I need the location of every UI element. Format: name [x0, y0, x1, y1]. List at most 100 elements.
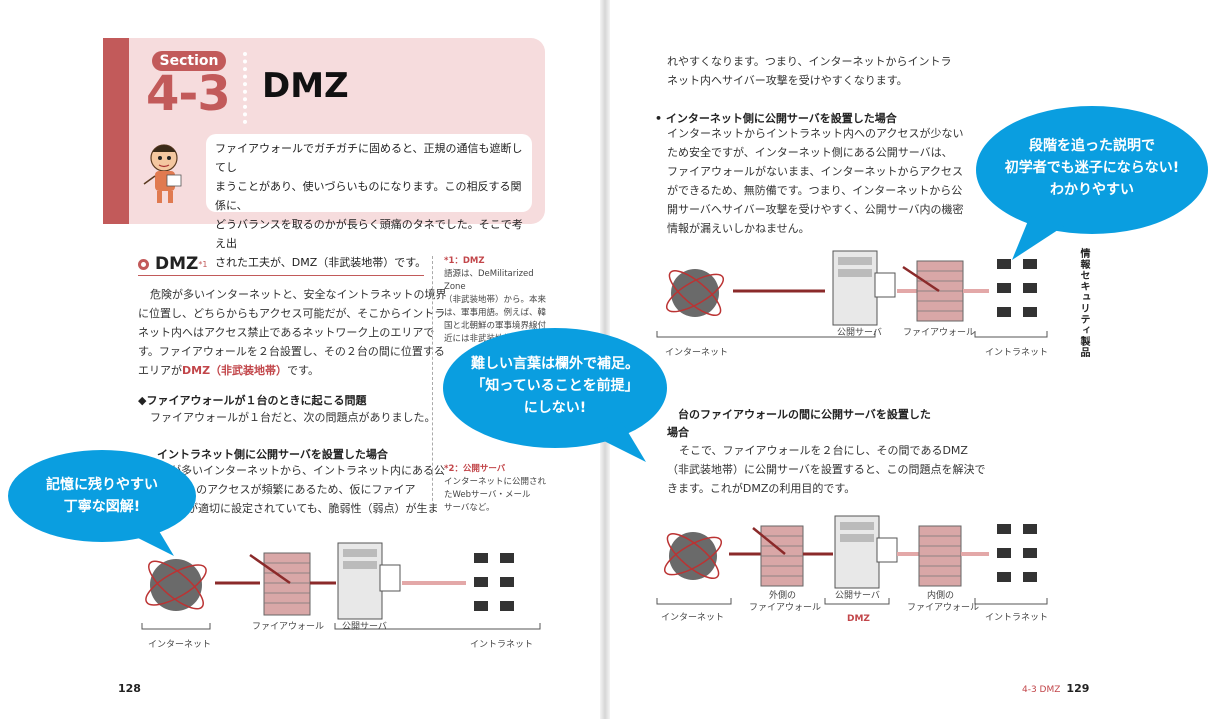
callout-center: 難しい言葉は欄外で補足。 「知っていることを前提」 にしない!	[452, 340, 658, 432]
outer-firewall-icon	[760, 525, 804, 587]
label-firewall: ファイアウォール	[252, 621, 324, 632]
firewall-icon	[263, 552, 311, 616]
dmz-heading: DMZ *1	[138, 254, 207, 274]
bullet-text-line: バ*2へのアクセスが頻繁にあるため、仮にファイア	[165, 480, 416, 500]
label-outer-fw: 外側の	[769, 589, 796, 601]
laptop-group-icon	[474, 553, 514, 611]
callout-line: 丁寧な図解!	[63, 499, 141, 515]
bracket	[824, 598, 890, 605]
dmz-body-last-line: エリアがDMZ（非武装地帯）です。	[138, 361, 319, 380]
bracket	[656, 331, 876, 338]
attack-arrow	[752, 527, 786, 555]
globe-icon	[665, 269, 725, 317]
callout-bubble-shape	[976, 106, 1208, 260]
intro-line: ファイアウォールでガチガチに固めると、正規の通信も遮断してし	[215, 142, 523, 174]
bracket	[974, 331, 1048, 338]
label-server: 公開サーバ	[835, 590, 880, 601]
bullet-heading: イントラネット側に公開サーバを設置した場合	[157, 448, 388, 461]
label-internet: インターネット	[661, 612, 724, 623]
footnote-2: *2：公開サーバ インターネットに公開され たWebサーバ・メール サーバなど。	[444, 463, 556, 515]
para3-line: （非武装地帯）に公開サーバを設置すると、この問題点を解決で	[667, 463, 986, 476]
dmz-body-line: に位置し、どちらからもアクセス可能だが、そこからイントラ	[138, 307, 446, 320]
server-icon	[834, 515, 898, 589]
callout-line: 段階を追った説明で	[1028, 138, 1155, 154]
subheading: ◆ファイアウォールが１台のときに起こる問題	[138, 394, 367, 407]
label-inner-fw: 内側の	[927, 589, 954, 601]
label-outer-fw: ファイアウォール	[749, 602, 821, 613]
section-divider	[243, 52, 247, 124]
bullet2-line: ため安全ですが、インターネット側にある公開サーバは、	[667, 146, 953, 159]
heading-bullet-icon	[138, 258, 149, 270]
label-inner-fw: ファイアウォール	[907, 602, 979, 613]
footnote-2-line: サーバなど。	[444, 503, 495, 513]
section-number: 4-3	[146, 66, 231, 122]
laptop-group-icon	[997, 524, 1037, 582]
label-intranet: イントラネット	[985, 612, 1048, 623]
section-label: Section	[152, 51, 226, 71]
label-server: 公開サーバ	[342, 621, 387, 632]
footnote-1-line: は、軍事用語。例えば、韓	[444, 308, 547, 318]
body-prefix: エリアが	[138, 364, 182, 377]
heading3-line: 場合	[667, 426, 689, 439]
heading-underline	[138, 275, 424, 276]
page-number-left: 128	[118, 682, 141, 695]
bracket	[141, 623, 211, 630]
diagram-server-outside: インターネット 公開サーバ ファイアウォール イントラネット	[656, 250, 1048, 358]
bullet2-line: ファイアウォールがないまま、インターネットからアクセス	[667, 165, 964, 178]
bullet-text-line: ルが適切に設定されていても、脆弱性（弱点）が生ま	[176, 502, 439, 515]
section-title: DMZ	[262, 66, 349, 106]
dmz-body-line: ネット内へはアクセス禁止であるネットワーク上のエリアで	[138, 326, 435, 339]
callout-bubble-shape	[8, 450, 196, 556]
globe-icon	[145, 559, 207, 611]
bracket	[656, 598, 732, 605]
callout-left: 記憶に残りやすい 丁寧な図解!	[14, 458, 190, 534]
heading3-line: 台のファイアウォールの間に公開サーバを設置した	[678, 408, 931, 421]
server-icon	[832, 250, 896, 326]
continued-text-line: れやすくなります。つまり、インターネットからイントラ	[667, 55, 952, 68]
footnote-1-title: *1：DMZ	[444, 256, 485, 266]
para3-line: きます。これがDMZの利用目的です。	[667, 482, 856, 495]
inner-firewall-icon	[918, 525, 962, 587]
laptop-group-icon	[997, 259, 1037, 317]
footer-section: 4-3 DMZ	[1022, 685, 1061, 695]
attack-arrow	[902, 265, 940, 293]
footnote-ref: *1	[198, 259, 208, 269]
diagram-one-firewall: インターネット ファイアウォール 公開サーバ イントラネット	[141, 542, 541, 650]
globe-icon	[663, 532, 723, 580]
margin-separator	[432, 256, 433, 511]
label-internet: インターネット	[665, 347, 728, 358]
attack-arrow	[249, 553, 291, 585]
bullet2-line: 情報が漏えいしかねません。	[667, 222, 810, 235]
continued-text-line: ネット内へサイバー攻撃を受けやすくなります。	[667, 74, 908, 87]
bullet-text-line: が多いインターネットから、イントラネット内にある公	[170, 464, 445, 477]
body-suffix: です。	[287, 364, 319, 377]
footnote-2-title: *2：公開サーバ	[444, 464, 506, 474]
bracket	[334, 623, 541, 630]
callout-top-right: 段階を追った説明で 初学者でも迷子にならない! わかりやすい	[982, 118, 1202, 218]
footnote-2-line: たWebサーバ・メール	[444, 490, 531, 500]
label-server: 公開サーバ	[837, 327, 882, 338]
footnote-1-line: 国と北朝鮮の軍事境界線付	[444, 321, 547, 331]
dmz-body-line: す。ファイアウォールを２台設置し、その２台の間に位置する	[138, 345, 445, 358]
bullet2-heading: • インターネット側に公開サーバを設置した場合	[655, 112, 897, 125]
firewall-icon	[916, 260, 964, 322]
label-intranet: イントラネット	[470, 639, 533, 650]
callout-line: わかりやすい	[1049, 182, 1134, 198]
chapter-tab: 情報セキュリティ製品	[1078, 248, 1089, 358]
intro-line: どうバランスを取るのかが長らく頭痛のタネでした。そこで考え出	[215, 218, 523, 250]
footnote-1-line: 語源は、DeMilitarized Zone	[444, 269, 534, 292]
label-dmz: DMZ	[847, 614, 870, 624]
dmz-body-line: 危険が多いインターネットと、安全なイントラネットの境界	[150, 288, 447, 301]
server-icon	[337, 542, 401, 620]
bullet2-line: インターネットからイントラネット内へのアクセスが少ない	[667, 127, 964, 140]
dmz-highlight: DMZ（非武装地帯）	[182, 364, 288, 377]
bullet2-line: 開サーバへサイバー攻撃を受けやすく、公開サーバ内の機密	[667, 203, 964, 216]
callout-bubble-shape	[443, 328, 667, 462]
intro-text-box: ファイアウォールでガチガチに固めると、正規の通信も遮断してし まうことがあり、使…	[206, 134, 532, 269]
callout-line: 初学者でも迷子にならない!	[1004, 160, 1180, 176]
callout-line: にしない!	[523, 400, 587, 416]
mascot-icon	[143, 144, 182, 203]
intro-line: まうことがあり、使いづらいものになります。この相反する関係に、	[215, 180, 522, 212]
label-intranet: イントラネット	[985, 347, 1048, 358]
